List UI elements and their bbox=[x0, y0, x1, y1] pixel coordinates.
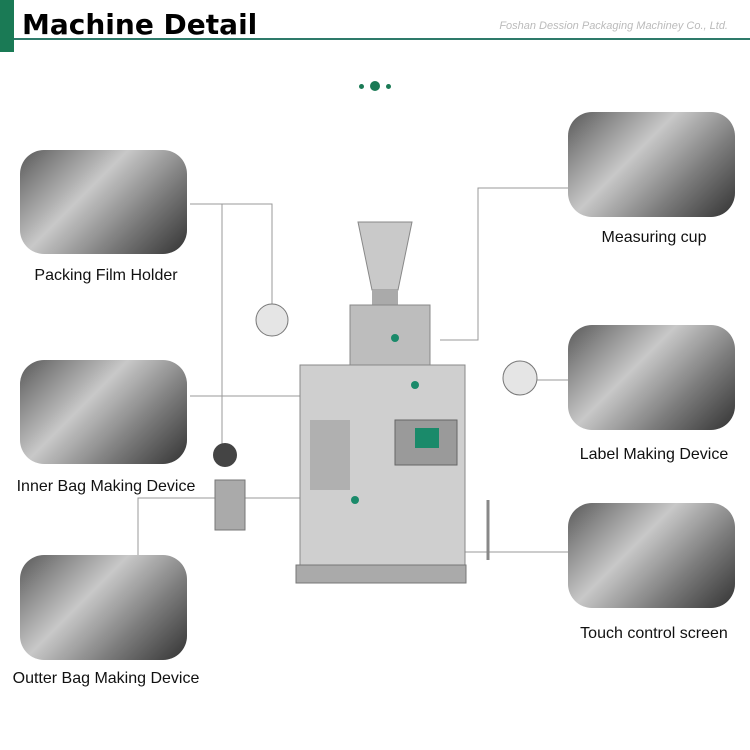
outer-bag-label: Outter Bag Making Device bbox=[12, 670, 200, 687]
label-device-label: Label Making Device bbox=[579, 446, 729, 463]
label-device-photo bbox=[568, 325, 735, 430]
outer-bag-photo bbox=[20, 555, 187, 660]
touch-screen-photo bbox=[568, 503, 735, 608]
company-name: Foshan Dession Packaging Machiney Co., L… bbox=[499, 20, 728, 32]
touch-screen-label: Touch control screen bbox=[580, 625, 728, 642]
accent-bar bbox=[0, 0, 14, 52]
film-holder-label: Packing Film Holder bbox=[34, 267, 178, 284]
dot-small bbox=[386, 84, 391, 89]
inner-bag-label: Inner Bag Making Device bbox=[16, 478, 196, 495]
film-holder-photo bbox=[20, 150, 187, 254]
measuring-cup-label: Measuring cup bbox=[601, 229, 707, 246]
page-title: Machine Detail bbox=[22, 8, 258, 41]
dot-large bbox=[370, 81, 380, 91]
measuring-cup-photo bbox=[568, 112, 735, 217]
dot-small bbox=[359, 84, 364, 89]
divider bbox=[14, 38, 750, 40]
inner-bag-photo bbox=[20, 360, 187, 464]
